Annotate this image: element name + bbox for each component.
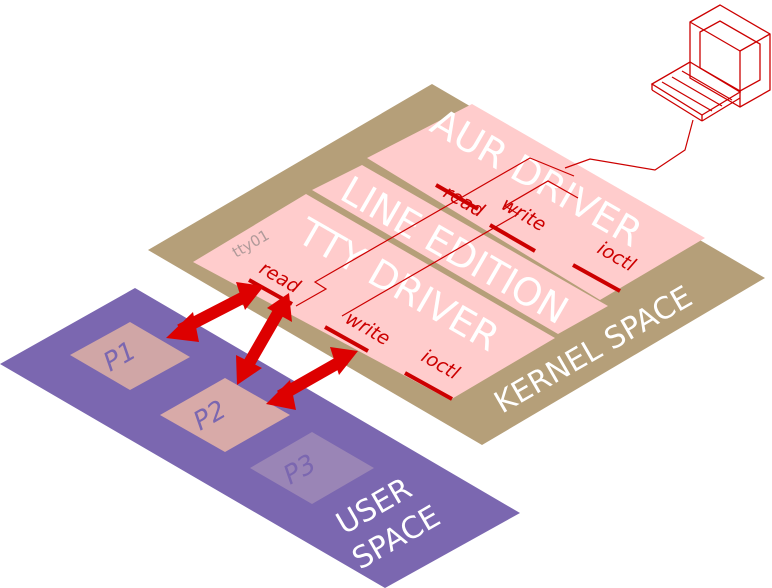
cable-line: [565, 120, 693, 170]
terminal-icon: [652, 5, 770, 121]
arrow-read-to-p1: [166, 282, 264, 342]
